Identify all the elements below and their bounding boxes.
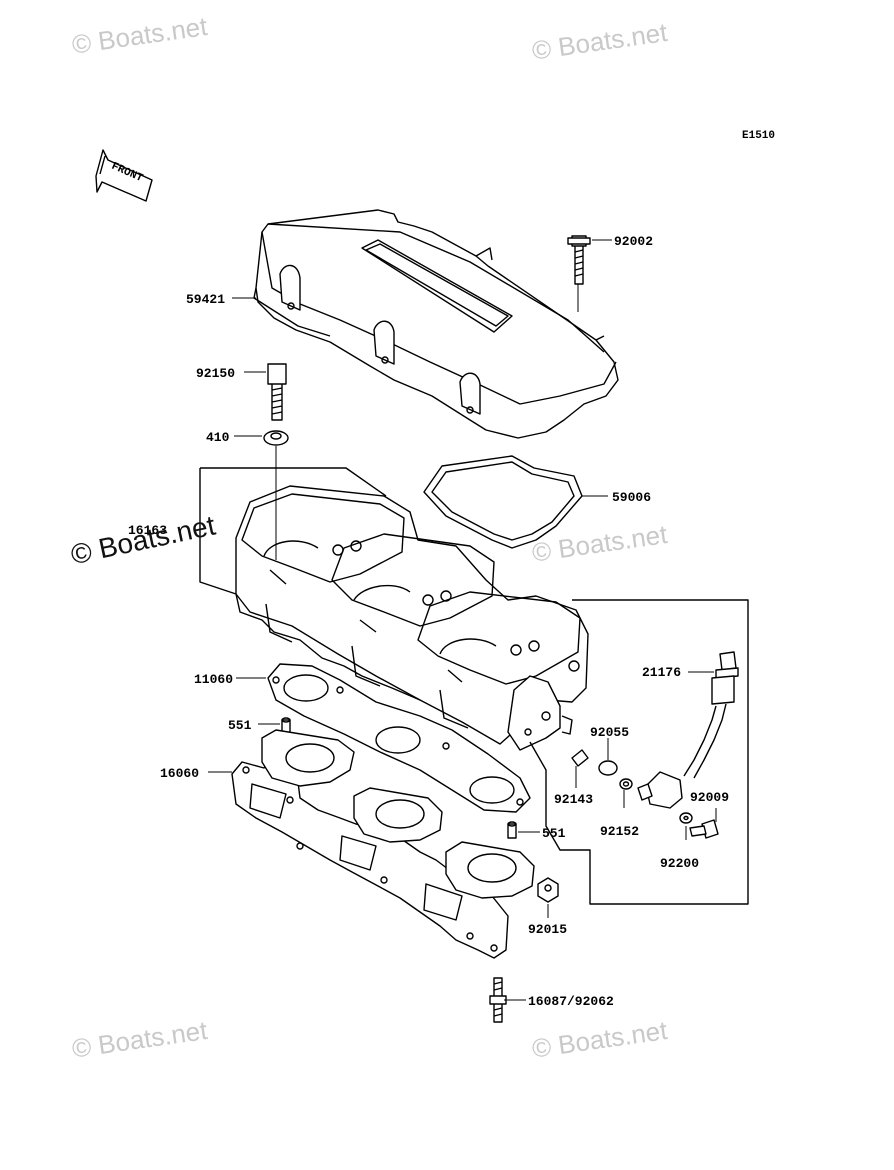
label-16060: 16060 <box>160 766 199 781</box>
label-92150: 92150 <box>196 366 235 381</box>
washer-92152-drawing <box>619 778 633 790</box>
valve-cover-drawing <box>253 209 619 439</box>
label-59421: 59421 <box>186 292 225 307</box>
bolt-92150-drawing <box>267 363 287 421</box>
front-arrow-icon <box>95 149 153 202</box>
label-92200: 92200 <box>660 856 699 871</box>
label-16163: 16163 <box>128 523 167 538</box>
leader-lines <box>208 239 717 1001</box>
sensor-21176-drawing <box>637 651 739 809</box>
dowel-pin-551-bottom-drawing <box>507 821 517 839</box>
gasket-11060-drawing <box>267 663 531 813</box>
manifold-16060-drawing <box>231 729 535 959</box>
bolt-92002-drawing <box>567 235 591 285</box>
dowel-pin-551-top-drawing <box>281 717 291 735</box>
label-16087-92062: 16087/92062 <box>528 994 614 1009</box>
oring-92055-drawing <box>598 760 618 776</box>
label-21176: 21176 <box>642 665 681 680</box>
label-92055: 92055 <box>590 725 629 740</box>
part-92143-drawing <box>571 749 589 767</box>
part-labels: 92002 59421 92150 410 59006 16163 11060 … <box>109 161 729 1009</box>
label-92009: 92009 <box>690 790 729 805</box>
label-92015: 92015 <box>528 922 567 937</box>
stud-16087-drawing <box>489 977 507 1023</box>
nut-92015-drawing <box>537 877 559 903</box>
label-92143: 92143 <box>554 792 593 807</box>
label-551-top: 551 <box>228 718 252 733</box>
bracket-lines <box>199 467 749 905</box>
label-59006: 59006 <box>612 490 651 505</box>
label-92152: 92152 <box>600 824 639 839</box>
throttle-body-drawing <box>235 485 589 751</box>
gasket-59006-drawing <box>423 455 583 549</box>
label-551-bottom: 551 <box>542 826 566 841</box>
diagram-code: E1510 <box>742 130 776 142</box>
label-11060: 11060 <box>194 672 233 687</box>
label-92002: 92002 <box>614 234 653 249</box>
label-410: 410 <box>206 430 230 445</box>
washer-410-drawing <box>263 430 289 446</box>
washer-92200-drawing <box>679 812 693 824</box>
bolt-92009-drawing <box>689 819 719 839</box>
